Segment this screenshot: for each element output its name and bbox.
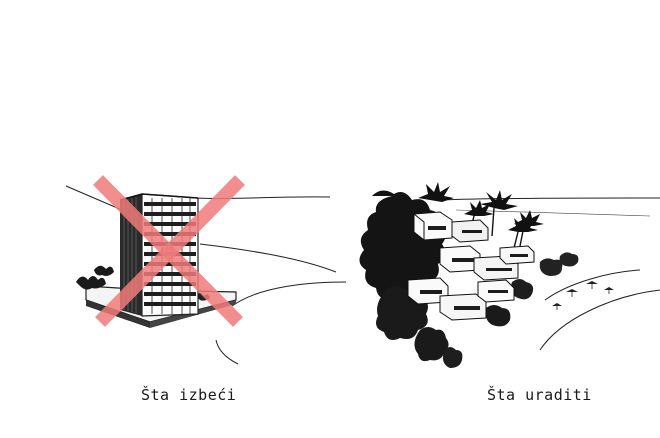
caption-what-to-do: Šta uraditi bbox=[487, 386, 592, 404]
red-cross-mark bbox=[93, 175, 245, 327]
lowrise-resort-sketch bbox=[359, 182, 660, 368]
caption-what-to-avoid: Šta izbeći bbox=[141, 386, 237, 404]
